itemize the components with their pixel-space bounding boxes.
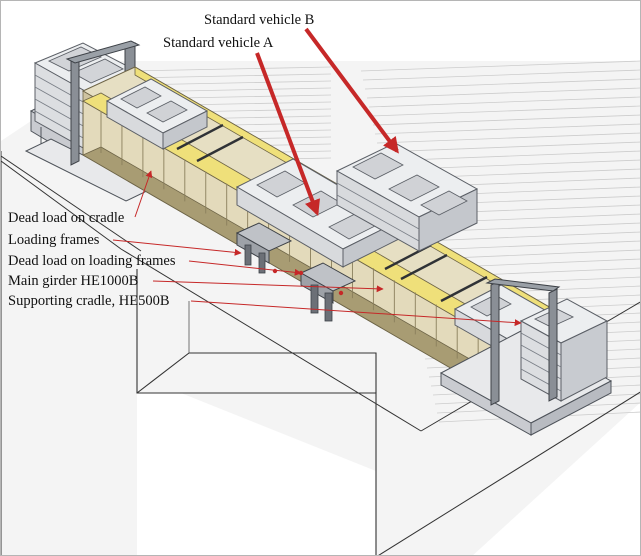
floor-hatch-line — [372, 114, 640, 126]
floor-hatch-line — [370, 105, 640, 117]
floor-hatch-line — [360, 60, 640, 72]
label-standard-vehicle-b: Standard vehicle B — [204, 12, 314, 28]
label-loading-frames: Loading frames — [8, 232, 100, 248]
vehicle-b-weights — [335, 142, 479, 252]
floor-hatch-line — [130, 66, 332, 72]
floor-hatch-line — [374, 123, 640, 135]
callouts: Dead load on cradle Loading frames Dead … — [8, 170, 522, 327]
label-dead-load-on-loading-frames: Dead load on loading frames — [8, 253, 176, 269]
floor-hatch-line — [378, 141, 640, 153]
label-dead-load-on-cradle: Dead load on cradle — [8, 210, 124, 226]
right-support-block — [439, 278, 613, 436]
floor-hatch-line — [376, 132, 640, 144]
floor-hatch-line — [364, 78, 640, 90]
label-main-girder: Main girder HE1000B — [8, 273, 138, 289]
label-supporting-cradle: Supporting cradle, HE500B — [8, 293, 170, 309]
floor-hatch-line — [366, 87, 640, 99]
annotation-vehicle-a: Standard vehicle A — [163, 35, 320, 216]
floor-hatch-line — [368, 96, 640, 108]
annotation-vehicle-b: Standard vehicle B — [204, 12, 399, 154]
floor-hatch-line — [362, 69, 640, 81]
label-standard-vehicle-a: Standard vehicle A — [163, 35, 274, 51]
floor-hatch-line — [130, 73, 332, 79]
